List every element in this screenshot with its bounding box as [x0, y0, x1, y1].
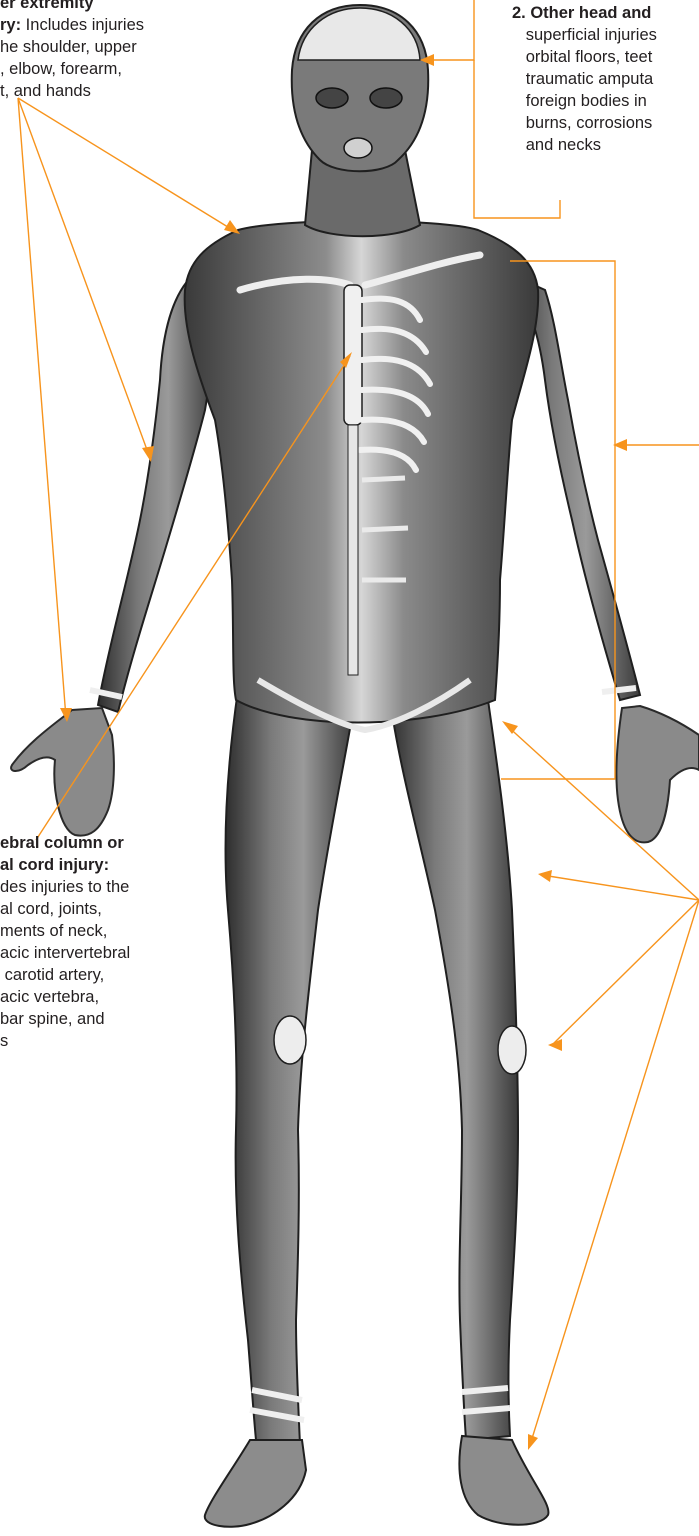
head-neck-body-text: orbital floors, teet — [512, 48, 652, 66]
skull-cap — [298, 8, 420, 60]
spine-line-8: acic vertebra, — [0, 986, 130, 1008]
spine-line-1: ebral column or — [0, 832, 130, 854]
spine-body-text: carotid artery, — [0, 966, 104, 984]
spine-body-text: bar spine, and — [0, 1010, 105, 1028]
right-knee — [498, 1026, 526, 1074]
spine-line-10: s — [0, 1030, 130, 1052]
right-foot — [459, 1436, 548, 1525]
spine-body-text: acic vertebra, — [0, 988, 99, 1006]
left-knee — [274, 1016, 306, 1064]
linea-alba — [348, 425, 358, 675]
spine-body-text: al cord, joints, — [0, 900, 102, 918]
sternum — [344, 285, 362, 425]
upper-extremity-line-5: t, and hands — [0, 80, 144, 102]
head-neck-line-6: burns, corrosions — [512, 112, 657, 134]
head-neck-line-5: foreign bodies in — [512, 90, 657, 112]
head-neck-line-1: 2. Other head and — [512, 2, 657, 24]
leader-upper-hand — [18, 98, 66, 718]
upper-extremity-body-text: he shoulder, upper — [0, 38, 137, 56]
upper-extremity-heading-text: ry: — [0, 16, 21, 34]
arrow-thigh — [538, 870, 552, 882]
spine-line-3: des injuries to the — [0, 876, 130, 898]
leader-upper-elbow — [18, 98, 150, 458]
spine-line-4: al cord, joints, — [0, 898, 130, 920]
spinal-injury-callout: ebral column or al cord injury: des injuri… — [0, 832, 130, 1052]
right-eye-socket — [370, 88, 402, 108]
spine-line-2: al cord injury: — [0, 854, 130, 876]
head-neck-body-text: superficial injuries — [512, 26, 657, 44]
head-neck-line-4: traumatic amputa — [512, 68, 657, 90]
upper-extremity-callout: er extremity ry: Includes injuries he shou… — [0, 0, 144, 102]
upper-extremity-body-text: t, and hands — [0, 82, 91, 100]
spine-line-9: bar spine, and — [0, 1008, 130, 1030]
leader-lower-foot — [530, 900, 699, 1445]
upper-extremity-body-text: , elbow, forearm, — [0, 60, 122, 78]
left-eye-socket — [316, 88, 348, 108]
leader-upper-shoulder — [18, 98, 236, 232]
arrow-shoulder — [224, 220, 240, 234]
right-hand — [616, 706, 699, 842]
head-neck-body-text: and necks — [512, 136, 601, 154]
head-neck-body-text: traumatic amputa — [512, 70, 653, 88]
spine-body-text: s — [0, 1032, 8, 1050]
head-neck-line-7: and necks — [512, 134, 657, 156]
mouth — [344, 138, 372, 158]
spine-line-7: carotid artery, — [0, 964, 130, 986]
upper-extremity-line-1: er extremity — [0, 0, 144, 14]
right-wrist-band — [602, 688, 636, 692]
head-neck-line-3: orbital floors, teet — [512, 46, 657, 68]
arrow-foot — [528, 1434, 538, 1450]
spine-body-text: des injuries to the — [0, 878, 129, 896]
upper-extremity-line-4: , elbow, forearm, — [0, 58, 144, 80]
right-leg — [390, 700, 518, 1440]
upper-extremity-line-2: ry: Includes injuries — [0, 14, 144, 36]
left-foot — [205, 1440, 306, 1527]
upper-extremity-heading-text: er extremity — [0, 0, 94, 12]
spine-body-text: acic intervertebral — [0, 944, 130, 962]
upper-extremity-line-3: he shoulder, upper — [0, 36, 144, 58]
head-neck-body-text: burns, corrosions — [512, 114, 652, 132]
upper-extremity-body-text: Includes injuries — [21, 16, 144, 34]
spine-heading-text: al cord injury: — [0, 856, 109, 874]
arrow-hip — [502, 721, 518, 734]
arrow-knee — [548, 1039, 562, 1051]
head-neck-line-2: superficial injuries — [512, 24, 657, 46]
head-neck-callout: 2. Other head and superficial injuries o… — [512, 2, 657, 156]
spine-line-6: acic intervertebral — [0, 942, 130, 964]
head-neck-heading-text: 2. Other head and — [512, 4, 651, 22]
left-hand — [11, 708, 114, 836]
left-leg — [226, 690, 355, 1445]
muscular-figure — [11, 5, 699, 1527]
spine-heading-text: ebral column or — [0, 834, 124, 852]
spine-line-5: ments of neck, — [0, 920, 130, 942]
head-neck-body-text: foreign bodies in — [512, 92, 647, 110]
spine-body-text: ments of neck, — [0, 922, 107, 940]
leader-head — [424, 0, 474, 60]
